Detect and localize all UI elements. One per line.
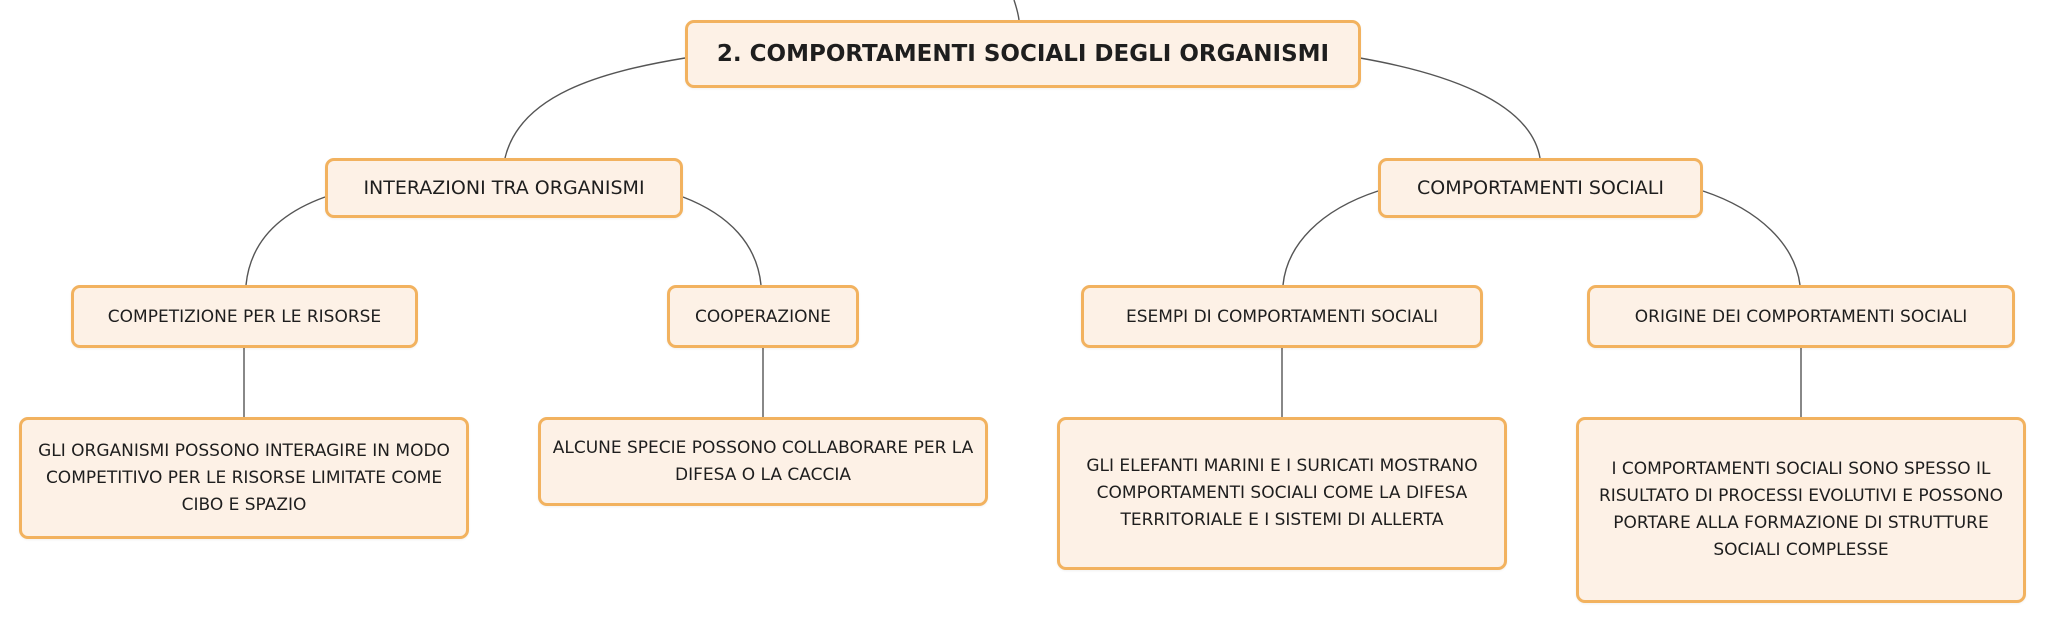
node-comportamenti-sociali[interactable]: COMPORTAMENTI SOCIALI: [1378, 158, 1703, 218]
node-competizione-per-le-risorse[interactable]: COMPETIZIONE PER LE RISORSE: [71, 285, 418, 348]
edge-comportamenti-to-origine: [1702, 190, 1801, 286]
detail-text: GLI ORGANISMI POSSONO INTERAGIRE IN MODO…: [38, 440, 450, 515]
detail-cooperazione[interactable]: ALCUNE SPECIE POSSONO COLLABORARE PER LA…: [538, 417, 988, 506]
node-label: COMPORTAMENTI SOCIALI: [1417, 177, 1664, 199]
detail-competizione[interactable]: GLI ORGANISMI POSSONO INTERAGIRE IN MODO…: [19, 417, 469, 539]
edge-root-to-comportamenti: [1359, 57, 1541, 159]
root-node[interactable]: 2. COMPORTAMENTI SOCIALI DEGLI ORGANISMI: [685, 20, 1361, 88]
detail-origine[interactable]: I COMPORTAMENTI SOCIALI SONO SPESSO IL R…: [1576, 417, 2026, 603]
root-node-label: 2. COMPORTAMENTI SOCIALI DEGLI ORGANISMI: [716, 41, 1330, 67]
detail-text: ALCUNE SPECIE POSSONO COLLABORARE PER LA…: [552, 437, 974, 485]
node-interazioni-tra-organismi[interactable]: INTERAZIONI TRA ORGANISMI: [325, 158, 683, 218]
node-origine-dei-comportamenti-sociali[interactable]: ORIGINE DEI COMPORTAMENTI SOCIALI: [1587, 285, 2015, 348]
node-label: INTERAZIONI TRA ORGANISMI: [363, 177, 645, 199]
node-cooperazione[interactable]: COOPERAZIONE: [667, 285, 859, 348]
node-esempi-di-comportamenti-sociali[interactable]: ESEMPI DI COMPORTAMENTI SOCIALI: [1081, 285, 1483, 348]
edge-interazioni-to-competizione: [245, 196, 326, 286]
detail-esempi[interactable]: GLI ELEFANTI MARINI E I SURICATI MOSTRAN…: [1057, 417, 1507, 570]
detail-text: I COMPORTAMENTI SOCIALI SONO SPESSO IL R…: [1598, 459, 2004, 560]
edge-interazioni-to-cooperazione: [682, 196, 762, 286]
detail-text: GLI ELEFANTI MARINI E I SURICATI MOSTRAN…: [1086, 456, 1478, 530]
edge-incoming-root: [1013, 0, 1020, 21]
edge-comportamenti-to-esempi: [1282, 190, 1379, 286]
node-label: ORIGINE DEI COMPORTAMENTI SOCIALI: [1634, 306, 1968, 327]
node-label: COOPERAZIONE: [695, 306, 831, 327]
node-label: ESEMPI DI COMPORTAMENTI SOCIALI: [1125, 306, 1439, 327]
node-label: COMPETIZIONE PER LE RISORSE: [107, 306, 382, 327]
edge-root-to-interazioni: [504, 57, 686, 159]
